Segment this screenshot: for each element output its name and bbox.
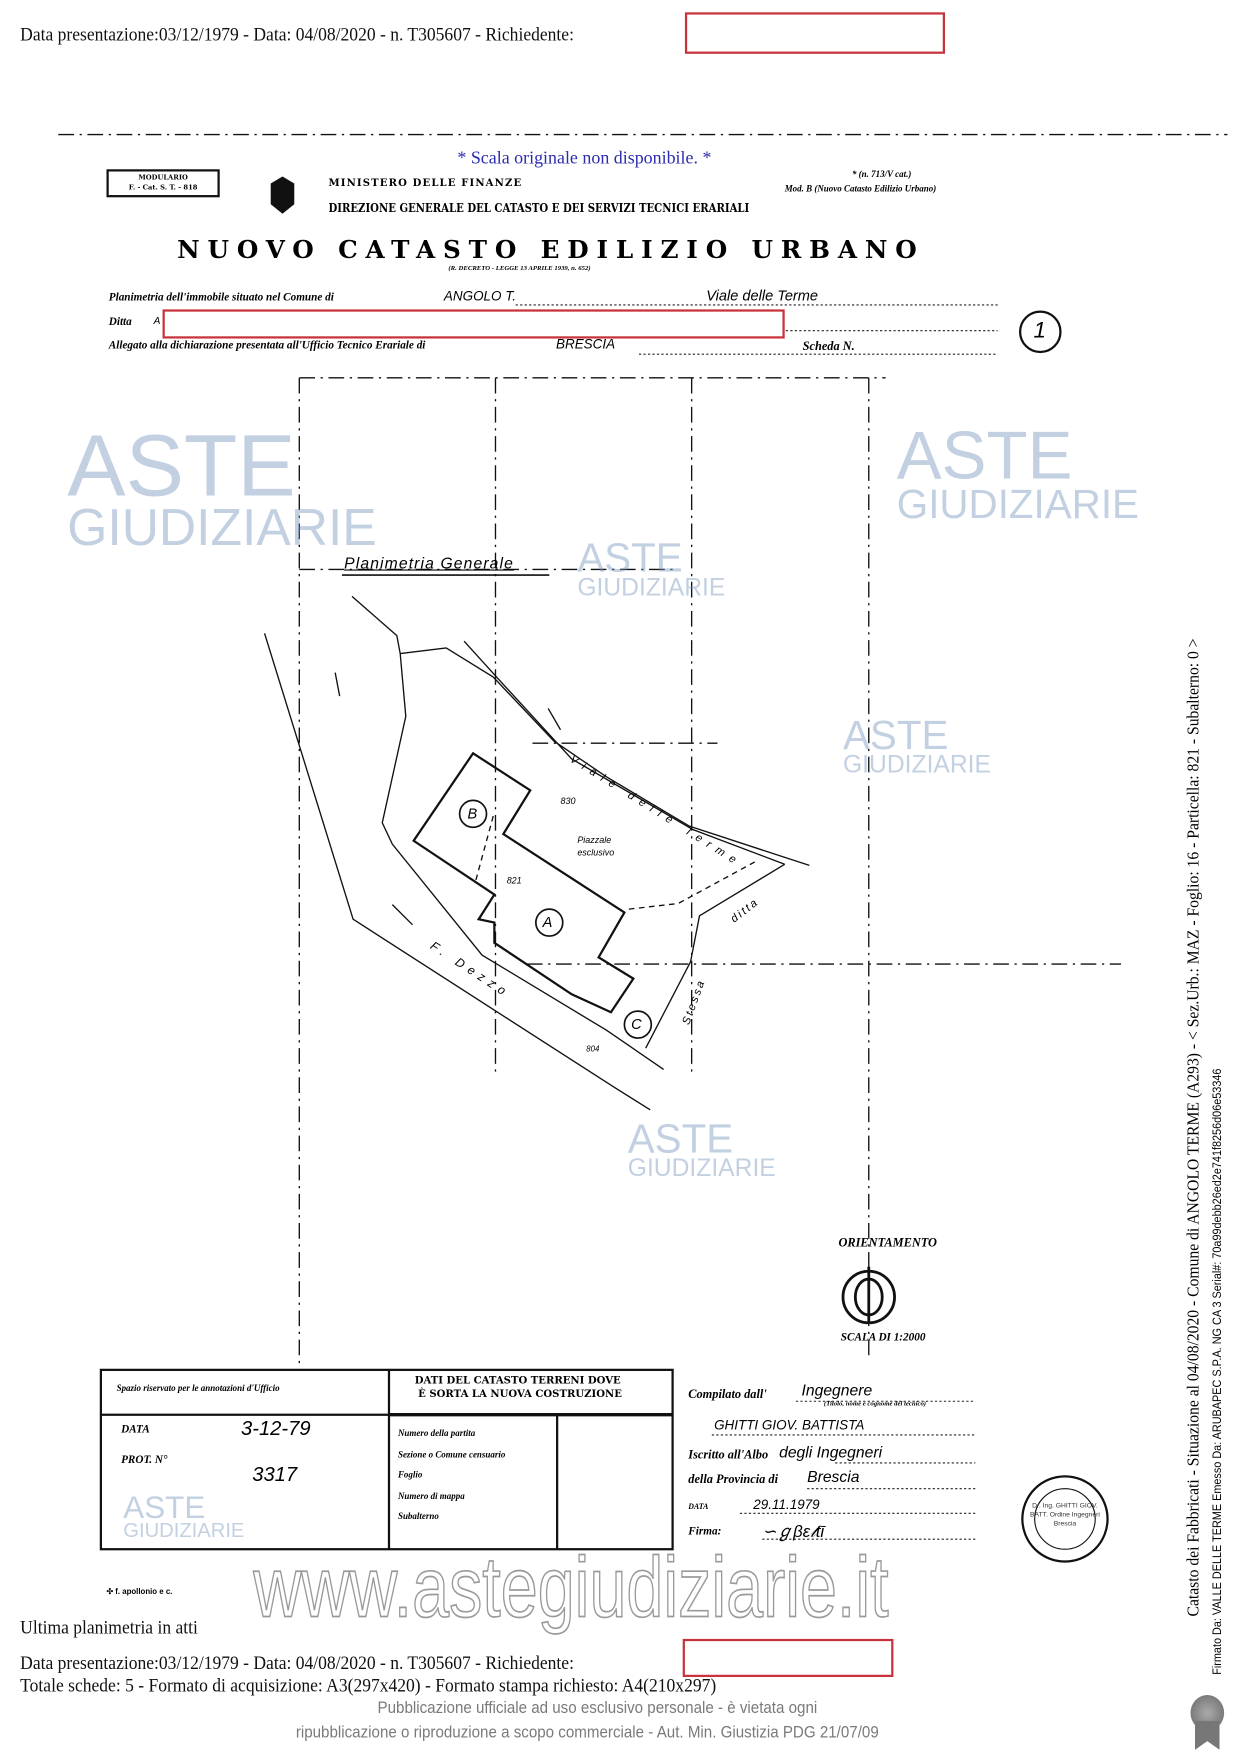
compiler-date-label: DATA xyxy=(688,1502,709,1512)
terreni-row: Numero della partita xyxy=(397,1428,476,1439)
italian-emblem-icon xyxy=(270,176,295,214)
comune-value: ANGOLO T. xyxy=(443,288,516,304)
redacted-requester-box xyxy=(684,12,946,54)
aste-text: ASTE xyxy=(842,711,949,758)
compass-icon xyxy=(841,1266,896,1325)
provincia-label: della Provincia di xyxy=(688,1472,779,1487)
giudiziarie-text: GIUDIZIARIE xyxy=(577,573,726,602)
terreni-row: Subalterno xyxy=(397,1511,439,1522)
giudiziarie-text: GIUDIZIARIE xyxy=(123,1519,245,1542)
aste-text: ASTE xyxy=(123,1489,206,1525)
ditta-label: Ditta xyxy=(108,316,132,329)
compiler-date: 29.11.1979 xyxy=(753,1496,820,1513)
building-b-label: B xyxy=(467,804,478,822)
provincia-value: Brescia xyxy=(807,1467,860,1486)
scale-label: SCALA DI 1:2000 xyxy=(840,1331,926,1345)
signature-label: Firma: xyxy=(688,1525,722,1539)
terreni-row: Numero di mappa xyxy=(397,1490,465,1501)
giudiziarie-text: GIUDIZIARIE xyxy=(896,480,1139,527)
giudiziarie-text: GIUDIZIARIE xyxy=(67,497,377,557)
allegato-label: Allegato alla dichiarazione presentata a… xyxy=(108,339,426,352)
engineer-stamp xyxy=(1021,1475,1109,1563)
compiler-role-note: (Titolo, nome e cognome del tecnico) xyxy=(823,1401,927,1408)
parcel-830: 830 xyxy=(560,795,576,806)
decree-reference: (R. DECRETO - LEGGE 13 APRILE 1939, n. 6… xyxy=(448,265,591,273)
redacted-owner-box xyxy=(162,309,785,339)
totale-schede: Totale schede: 5 - Formato di acquisizio… xyxy=(20,1674,717,1697)
terreni-header-1: DATI DEL CATASTO TERRENI DOVE xyxy=(414,1375,621,1387)
building-c-label: C xyxy=(631,1015,642,1033)
giudiziarie-text: GIUDIZIARIE xyxy=(627,1153,776,1182)
site-boundaries xyxy=(263,595,810,1111)
signature: ∽ℊβε𝓁tī xyxy=(762,1522,825,1542)
aste-text: ASTE xyxy=(896,418,1073,494)
albo-label: Iscritto all'Albo xyxy=(688,1448,769,1462)
piazzale-label: Piazzale xyxy=(577,835,612,846)
modulario-box xyxy=(106,169,220,198)
header-line: Data presentazione:03/12/1979 - Data: 04… xyxy=(20,23,574,45)
footer-line: Data presentazione:03/12/1979 - Data: 04… xyxy=(20,1652,574,1674)
aste-text: ASTE xyxy=(577,534,683,581)
modulario-label: MODULARIO F. - Cat. S. T. - 818 xyxy=(111,173,215,193)
plan-title: Planimetria Generale xyxy=(344,553,514,572)
orientation-label: ORIENTAMENTO xyxy=(838,1236,937,1250)
publication-notice-1: Pubblicazione ufficiale ad uso esclusivo… xyxy=(377,1698,818,1718)
office-data-label: DATA xyxy=(121,1423,150,1437)
redacted-requester-box-footer xyxy=(682,1638,894,1678)
aste-text: ASTE xyxy=(67,415,296,515)
via-value: Viale delle Terme xyxy=(706,286,819,304)
office-prot-label: PROT. N° xyxy=(121,1453,168,1467)
form-title: NUOVO CATASTO EDILIZIO URBANO xyxy=(177,235,925,265)
terreni-header-2: È SORTA LA NUOVA COSTRUZIONE xyxy=(418,1388,622,1401)
scheda-number-circle xyxy=(1018,310,1062,354)
engineer-stamp-text: Dr. Ing. GHITTI GIOV. BATT. Ordine Ingeg… xyxy=(1030,1503,1100,1528)
terreni-row: Sezione o Comune censuario xyxy=(397,1448,506,1460)
printer-name: f. apollonio e c. xyxy=(115,1588,173,1597)
aste-text: ASTE xyxy=(627,1115,734,1162)
scheda-number: 1 xyxy=(1033,318,1047,344)
ditta-initial: A xyxy=(153,315,161,327)
giudiziarie-text: GIUDIZIARIE xyxy=(842,750,991,779)
frame-lines xyxy=(58,133,1228,1368)
publication-notice-2: ripubblicazione o riproduzione a scopo c… xyxy=(295,1722,879,1743)
site-url-watermark: www.astegiudiziarie.it xyxy=(253,1540,890,1636)
compiler-name: GHITTI GIOV. BATTISTA xyxy=(714,1416,865,1433)
office-prot-value: 3317 xyxy=(252,1462,298,1486)
terreni-table-lines xyxy=(99,1368,674,1551)
ministry-name: MINISTERO DELLE FINANZE xyxy=(328,178,523,190)
scale-note: * Scala originale non disponibile. * xyxy=(457,149,712,169)
ultima-planimetria: Ultima planimetria in atti xyxy=(20,1616,198,1638)
terreni-rows: Numero della partita Sezione o Comune ce… xyxy=(398,1424,505,1528)
esclusivo-label: esclusivo xyxy=(577,847,615,858)
parcel-804: 804 xyxy=(586,1045,600,1054)
side-catasto-info: Catasto dei Fabbricati - Situazione al 0… xyxy=(1184,638,1203,1617)
direction-name: DIREZIONE GENERALE DEL CATASTO E DEI SER… xyxy=(328,200,750,216)
modulario-code: F. - Cat. S. T. - 818 xyxy=(128,183,198,192)
compiler-label: Compilato dall' xyxy=(688,1387,767,1402)
buildings xyxy=(412,751,653,1039)
scheda-label: Scheda N. xyxy=(802,339,855,354)
building-a-label: A xyxy=(542,913,553,931)
parcel-821: 821 xyxy=(506,875,522,886)
mod-b-label: Mod. B (Nuovo Catasto Edilizio Urbano) xyxy=(784,183,937,194)
compiler-role: Ingegnere xyxy=(801,1381,873,1400)
office-data-value: 3-12-79 xyxy=(241,1416,311,1440)
side-signature-info: Firmato Da: VALLE DELLE TERME Emesso Da:… xyxy=(1210,1068,1225,1675)
modulario-title: MODULARIO xyxy=(138,173,188,182)
planimetria-label: Planimetria dell'immobile situato nel Co… xyxy=(108,291,334,304)
ufficio-value: BRESCIA xyxy=(556,336,616,352)
albo-value: degli Ingegneri xyxy=(779,1442,883,1461)
printer-logo-icon: ✣ xyxy=(106,1588,116,1597)
office-header: Spazio riservato per le annotazioni d'Uf… xyxy=(116,1383,280,1394)
mod-reference: * (n. 713/V cat.) xyxy=(851,169,912,180)
printer-mark: ✣ f. apollonio e c. xyxy=(106,1587,172,1596)
terreni-row: Foglio xyxy=(397,1469,423,1480)
